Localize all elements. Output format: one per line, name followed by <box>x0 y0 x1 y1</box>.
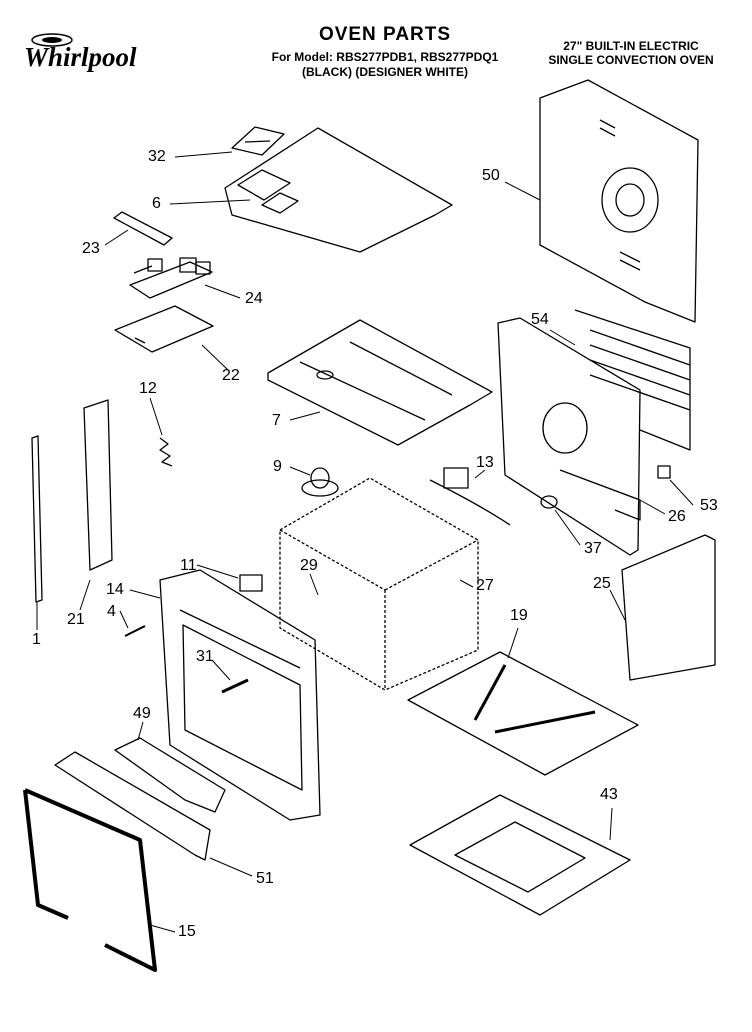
callout-15: 15 <box>178 923 196 940</box>
callout-53: 53 <box>700 497 718 514</box>
callout-14: 14 <box>106 581 124 598</box>
callout-43: 43 <box>600 786 618 803</box>
callout-21: 21 <box>67 611 85 628</box>
part-49 <box>115 738 225 812</box>
callout-9: 9 <box>273 458 282 475</box>
part-21-trim <box>84 400 112 570</box>
callout-51: 51 <box>256 870 274 887</box>
callout-6: 6 <box>152 195 161 212</box>
part-25-side-panel <box>622 535 715 680</box>
svg-text:Whirlpool: Whirlpool <box>24 42 137 72</box>
part-7-panel <box>268 320 492 445</box>
part-23-bracket <box>114 212 172 245</box>
part-1-rail <box>32 436 42 602</box>
part-19-bottom-panel <box>408 652 638 775</box>
model-line: For Model: RBS277PDB1, RBS277PDQ1 <box>271 50 499 64</box>
part-51 <box>55 752 210 860</box>
callout-4: 4 <box>107 603 116 620</box>
page-title: OVEN PARTS <box>318 24 452 45</box>
callout-1: 1 <box>32 631 41 648</box>
callout-29: 29 <box>300 557 318 574</box>
callout-25: 25 <box>593 575 611 592</box>
callout-26: 26 <box>668 508 686 525</box>
part-43-lower-tray <box>410 795 630 915</box>
part-6-top-plate <box>225 128 452 252</box>
callout-7: 7 <box>272 412 281 429</box>
callout-32: 32 <box>148 148 166 165</box>
callout-23: 23 <box>82 240 100 257</box>
part-53 <box>658 466 670 478</box>
part-13 <box>430 468 510 525</box>
callout-49: 49 <box>133 705 151 722</box>
part-32-plate <box>232 127 284 155</box>
part-14-door-frame <box>160 570 320 820</box>
part-15-gasket <box>25 790 155 970</box>
callout-13: 13 <box>476 454 494 471</box>
callout-37: 37 <box>584 540 602 557</box>
part-26 <box>560 470 640 520</box>
part-50-back-panel <box>540 80 698 322</box>
callout-12: 12 <box>139 380 157 397</box>
part-9-fan <box>302 468 338 496</box>
part-24-control-assembly <box>130 258 212 298</box>
callout-54: 54 <box>531 311 549 328</box>
callout-50: 50 <box>482 167 500 184</box>
product-line-2: SINGLE CONVECTION OVEN <box>548 53 714 67</box>
callout-22: 22 <box>222 367 240 384</box>
part-4-screw <box>125 626 145 636</box>
part-11 <box>240 575 262 591</box>
part-12-spring <box>160 438 172 466</box>
part-37 <box>541 496 557 508</box>
leader-lines <box>37 152 693 932</box>
color-line: (BLACK) (DESIGNER WHITE) <box>302 65 468 79</box>
part-54-convection-element <box>498 310 690 555</box>
whirlpool-logo: Whirlpool <box>24 30 137 72</box>
callout-31: 31 <box>196 648 214 665</box>
part-31-lamp <box>222 680 248 692</box>
product-line-1: 27" BUILT-IN ELECTRIC <box>563 39 699 53</box>
callout-11: 11 <box>180 557 197 574</box>
callout-27: 27 <box>476 577 494 594</box>
callout-24: 24 <box>245 290 263 307</box>
part-22-plate <box>115 306 213 352</box>
part-27-oven-cavity <box>280 478 478 690</box>
callout-19: 19 <box>510 607 528 624</box>
